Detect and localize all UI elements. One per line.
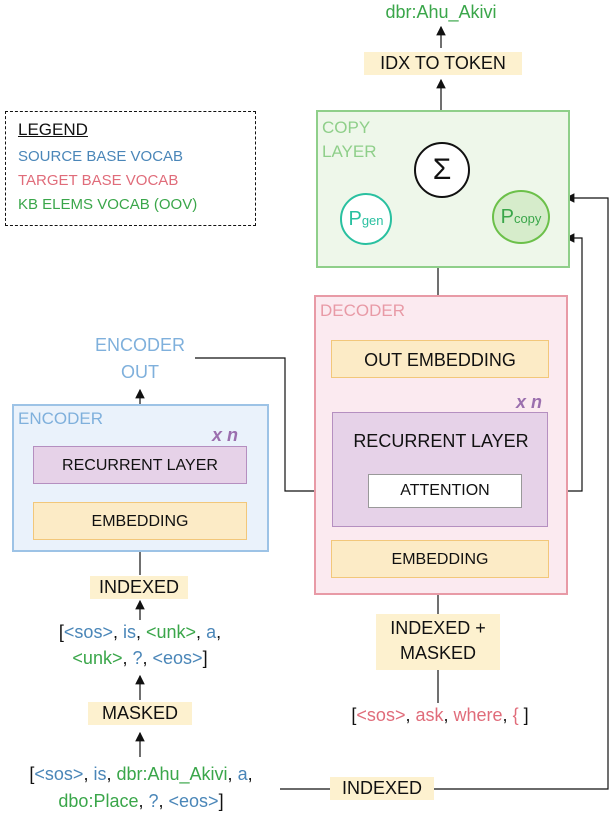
sequence-token: ? (148, 791, 159, 811)
sequence-token: a (237, 764, 248, 784)
sequence-token: <unk> (72, 648, 123, 668)
encoder-xn: x n (212, 425, 239, 445)
decoder-out-embedding: OUT EMBEDDING (331, 340, 549, 378)
sequence-token: , (83, 764, 94, 784)
encoder-out-label-2: OUT (121, 362, 159, 382)
sequence-token: ? (132, 648, 143, 668)
encoder-embedding-label: EMBEDDING (91, 513, 189, 530)
decoder-title: DECODER (320, 301, 406, 320)
encoder-embedding: EMBEDDING (33, 502, 247, 540)
indexed-masked-label: INDEXED + MASKED (376, 614, 500, 670)
sum-icon: Σ (432, 153, 452, 186)
input-seq-line2: dbo:Place, ?, <eos>] (0, 791, 282, 812)
sum-node: Σ (414, 142, 470, 198)
output-token: dbr:Ahu_Akivi (385, 2, 497, 22)
sequence-token: ask (415, 705, 444, 725)
sequence-token: , (135, 622, 146, 642)
sequence-token: ] (218, 791, 224, 811)
sequence-token: [ (351, 705, 357, 725)
encoder-title: ENCODER (18, 409, 104, 428)
sequence-token: <eos> (168, 791, 219, 811)
encoder-indexed-seq-line1: [<sos>, is, <unk>, a, (15, 622, 265, 643)
copy-layer-title-2: LAYER (322, 142, 377, 161)
sequence-token: , (122, 648, 133, 668)
sequence-token: where (453, 705, 503, 725)
sequence-token: [ (58, 622, 64, 642)
encoder-indexed-label: INDEXED (90, 576, 188, 599)
sequence-token: , (138, 791, 149, 811)
sequence-token: [ (29, 764, 35, 784)
pgen-label: P (348, 208, 362, 230)
sequence-token: is (122, 622, 136, 642)
attention-label: ATTENTION (400, 482, 490, 499)
sequence-token: , (142, 648, 153, 668)
sequence-token: ] (202, 648, 208, 668)
sequence-token: , (227, 764, 238, 784)
decoder-input-seq: [<sos>, ask, where, { ] (320, 705, 560, 726)
encoder-recurrent-layer: RECURRENT LAYER (33, 446, 247, 484)
idx-to-token-label: IDX TO TOKEN (364, 52, 522, 75)
pcopy-subscript: copy (513, 211, 542, 226)
encoder-indexed-seq-line2: <unk>, ?, <eos>] (15, 648, 265, 669)
decoder-recurrent-layer: RECURRENT LAYER (332, 412, 548, 527)
attention-block: ATTENTION (368, 474, 522, 508)
sequence-token: { (512, 705, 519, 725)
sequence-token: <eos> (152, 648, 203, 668)
sequence-token: ] (518, 705, 529, 725)
decoder-xn: x n (516, 392, 543, 412)
sequence-token: <sos> (34, 764, 84, 784)
bottom-indexed-label: INDEXED (330, 777, 434, 800)
sequence-token: , (196, 622, 207, 642)
indexed-masked-label-1: INDEXED + (390, 618, 486, 638)
encoder-out-label-1: ENCODER (94, 335, 185, 355)
sequence-token: dbr:Ahu_Akivi (116, 764, 228, 784)
sequence-token: a (206, 622, 217, 642)
pgen-subscript: gen (361, 213, 384, 228)
pcopy-label: P (500, 206, 514, 228)
encoder-recurrent-label: RECURRENT LAYER (62, 457, 218, 474)
sequence-token: <sos> (356, 705, 406, 725)
indexed-masked-label-2: MASKED (399, 643, 477, 663)
decoder-embedding-label: EMBEDDING (391, 551, 489, 568)
legend-box: LEGEND SOURCE BASE VOCAB TARGET BASE VOC… (5, 111, 256, 226)
decoder-out-embedding-label: OUT EMBEDDING (364, 350, 516, 370)
sequence-token: , (405, 705, 416, 725)
sequence-token: , (112, 622, 123, 642)
pcopy-node: Pcopy (492, 190, 550, 244)
legend-kb-vocab: KB ELEMS VOCAB (OOV) (18, 196, 198, 213)
legend-target-vocab: TARGET BASE VOCAB (18, 172, 179, 189)
sequence-token: <sos> (63, 622, 113, 642)
decoder-recurrent-label: RECURRENT LAYER (353, 431, 529, 451)
sequence-token: , (502, 705, 513, 725)
decoder-embedding: EMBEDDING (331, 540, 549, 578)
sequence-token: , (158, 791, 169, 811)
copy-layer-title-1: COPY (322, 118, 371, 137)
pgen-node: Pgen (340, 193, 392, 245)
legend-source-vocab: SOURCE BASE VOCAB (18, 148, 184, 165)
sequence-token: , (247, 764, 253, 784)
sequence-token: <unk> (146, 622, 197, 642)
masked-label: MASKED (88, 702, 192, 725)
sequence-token: , (106, 764, 117, 784)
sequence-token: dbo:Place (58, 791, 139, 811)
legend-title: LEGEND (18, 120, 88, 139)
sequence-token: is (93, 764, 107, 784)
input-seq-line1: [<sos>, is, dbr:Ahu_Akivi, a, (0, 764, 282, 785)
sequence-token: , (443, 705, 454, 725)
sequence-token: , (216, 622, 222, 642)
